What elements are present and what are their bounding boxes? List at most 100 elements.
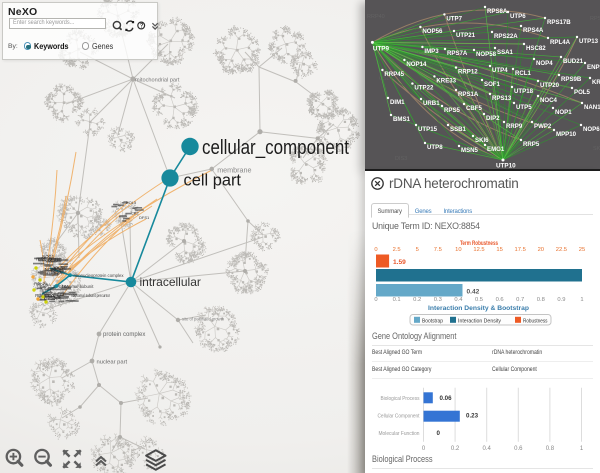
svg-text:URB1: URB1 [423,100,440,107]
svg-text:RPS1A: RPS1A [47,271,63,276]
svg-text:NOP1: NOP1 [555,109,572,116]
svg-text:RPS1A: RPS1A [458,91,479,98]
svg-text:KR: KR [592,79,600,86]
svg-text:MPP10: MPP10 [556,131,577,138]
svg-text:0.8: 0.8 [537,297,545,303]
svg-text:ribonucleoprotein complex: ribonucleoprotein complex [74,273,125,278]
svg-text:0.9: 0.9 [557,297,565,303]
svg-text:RRP9: RRP9 [506,123,523,130]
svg-text:5: 5 [416,247,419,253]
svg-text:RPS13: RPS13 [492,95,512,102]
svg-text:UTP22: UTP22 [414,85,434,92]
svg-text:UTP20: UTP20 [540,82,560,89]
svg-text:Cellular Component: Cellular Component [378,414,420,420]
svg-text:Biological Process: Biological Process [381,396,420,402]
svg-text:NOP56: NOP56 [422,28,443,35]
svg-text:RPS7A: RPS7A [447,50,468,57]
svg-text:SSA1: SSA1 [497,49,514,56]
svg-text:1: 1 [580,446,584,452]
svg-text:NOP4: NOP4 [536,60,553,67]
svg-text:UTP21: UTP21 [456,32,476,39]
svg-text:RPL3: RPL3 [36,256,47,261]
svg-text:RPS1B: RPS1B [38,257,52,262]
svg-text:NOG1: NOG1 [42,254,55,259]
svg-text:RRP12: RRP12 [458,69,478,76]
svg-text:0.6: 0.6 [514,446,523,452]
svg-text:UTP7: UTP7 [446,15,462,22]
svg-text:RRP40: RRP40 [367,14,385,20]
svg-text:UTP8: UTP8 [427,144,443,151]
svg-text:CK2: CK2 [131,211,140,216]
svg-text:cellular_component: cellular_component [202,137,349,159]
svg-text:KRE33: KRE33 [436,77,456,84]
svg-text:0.6: 0.6 [496,297,504,303]
svg-text:RPS24A: RPS24A [44,296,60,301]
svg-text:0.42: 0.42 [467,289,480,296]
svg-text:Molecular Function: Molecular Function [379,431,420,437]
svg-text:RPS3: RPS3 [590,16,600,22]
svg-text:TIF6: TIF6 [38,297,47,302]
svg-text:HSC82: HSC82 [526,45,546,52]
svg-text:0.06: 0.06 [440,395,453,402]
svg-text:CBF5: CBF5 [466,105,483,112]
svg-text:0: 0 [374,247,377,253]
svg-text:UTP5: UTP5 [516,104,532,111]
svg-text:SKI7: SKI7 [593,146,600,152]
svg-text:1.59: 1.59 [393,259,406,266]
svg-text:BUD21: BUD21 [563,58,584,65]
svg-text:nuclear part: nuclear part [97,360,128,366]
svg-text:0: 0 [437,430,441,437]
svg-text:UTP6: UTP6 [510,13,526,20]
svg-text:BMS1: BMS1 [393,116,411,123]
svg-text:NOP6: NOP6 [583,126,600,133]
svg-text:POL5: POL5 [126,200,137,205]
svg-text:RPS4A: RPS4A [523,27,544,34]
svg-text:UTP15: UTP15 [418,126,438,133]
svg-text:0.2: 0.2 [451,446,460,452]
svg-text:NOP14: NOP14 [406,61,427,68]
svg-text:RPS17B: RPS17B [547,19,571,26]
svg-text:EMG1: EMG1 [487,146,505,153]
svg-text:0: 0 [374,297,377,303]
svg-text:2.5: 2.5 [393,247,401,253]
svg-text:RPS9B: RPS9B [561,76,582,83]
svg-text:UTP13: UTP13 [579,38,599,45]
svg-text:site of polarized growth: site of polarized growth [182,317,225,322]
svg-text:10: 10 [455,247,461,253]
svg-text:17.5: 17.5 [515,247,526,253]
svg-text:RPL32: RPL32 [48,294,61,299]
svg-text:MSN5: MSN5 [461,147,479,154]
svg-text:RPS22A: RPS22A [494,33,518,40]
svg-text:0.4: 0.4 [454,297,463,303]
svg-text:POL5: POL5 [574,89,591,96]
svg-text:RPL4A: RPL4A [550,39,571,46]
svg-text:0: 0 [422,446,426,452]
svg-text:SSB1: SSB1 [450,126,467,133]
svg-text:0.5: 0.5 [475,297,483,303]
svg-text:0.1: 0.1 [393,297,401,303]
svg-text:Interaction Density: Interaction Density [458,318,501,324]
svg-text:ribosomal subunit precursor: ribosomal subunit precursor [71,293,110,298]
svg-text:RPS6B: RPS6B [48,257,62,262]
svg-text:RPS2: RPS2 [54,292,66,297]
svg-text:RPS18A: RPS18A [51,269,67,274]
svg-text:Robustness: Robustness [523,318,548,324]
svg-text:RPL5: RPL5 [52,265,63,270]
svg-text:0.23: 0.23 [466,413,479,420]
svg-text:NSA2: NSA2 [53,270,65,275]
svg-text:1: 1 [580,297,583,303]
svg-text:22.5: 22.5 [556,247,567,253]
svg-text:CSL4: CSL4 [379,76,393,82]
svg-text:intracellular: intracellular [140,275,201,289]
svg-text:7.5: 7.5 [434,247,442,253]
svg-text:12.5: 12.5 [473,247,484,253]
svg-text:RPL16A: RPL16A [53,284,69,289]
svg-text:NOP7: NOP7 [45,267,57,272]
svg-text:RPS11B: RPS11B [42,258,58,263]
svg-text:membrane: membrane [217,166,251,175]
svg-text:PWP2: PWP2 [534,123,552,130]
svg-text:DIP2: DIP2 [486,115,500,122]
svg-text:Bootstrap: Bootstrap [422,318,443,324]
svg-text:15: 15 [496,247,502,253]
svg-text:RPS8A: RPS8A [487,8,508,15]
